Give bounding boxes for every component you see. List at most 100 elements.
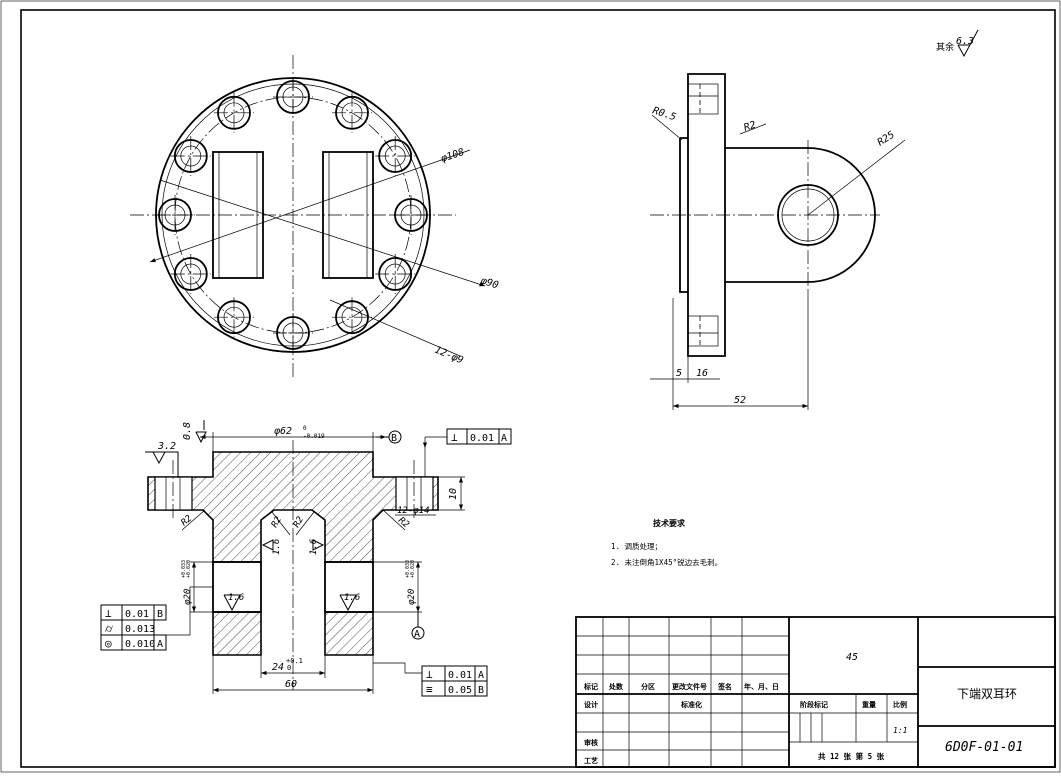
- svg-text:≡: ≡: [426, 683, 433, 696]
- bolt-hole: [155, 195, 195, 235]
- fcf-row: ⊥ 0.01 A: [421, 665, 488, 682]
- svg-text:B: B: [157, 609, 163, 620]
- svg-text:φ62: φ62: [274, 426, 292, 437]
- technical-notes: 技术要求 1. 调质处理； 2. 未注倒角1X45°锐边去毛刺。: [611, 518, 722, 567]
- svg-text:2. 未注倒角1X45°锐边去毛刺。: 2. 未注倒角1X45°锐边去毛刺。: [611, 557, 722, 567]
- fcf-row: ≡ 0.05 B: [421, 680, 488, 697]
- bolt-hole: [273, 77, 313, 117]
- svg-text:12-φ14: 12-φ14: [397, 506, 430, 516]
- svg-text:审核: 审核: [584, 738, 598, 747]
- svg-text:重量: 重量: [862, 700, 876, 709]
- svg-text:0.013: 0.013: [125, 624, 155, 635]
- svg-text:+0.1: +0.1: [286, 657, 303, 665]
- svg-text:比例: 比例: [893, 700, 907, 709]
- svg-text:B: B: [391, 433, 397, 444]
- bolt-hole: [170, 254, 211, 294]
- svg-text:共 12 张 第 5 张: 共 12 张 第 5 张: [818, 751, 885, 761]
- svg-text:其余: 其余: [936, 41, 954, 53]
- svg-text:设计: 设计: [584, 700, 598, 709]
- svg-text:1:1: 1:1: [893, 726, 907, 735]
- bolt-hole: [332, 92, 372, 133]
- svg-text:R0.5: R0.5: [651, 105, 677, 123]
- svg-text:0.05: 0.05: [448, 685, 472, 696]
- dim-d90: φ90: [479, 275, 500, 291]
- svg-text:⌭: ⌭: [105, 622, 113, 635]
- svg-text:0: 0: [287, 664, 291, 672]
- section-view: φ62 0 -0.019 B 3.2 0.8 10 12-φ14 R2 R2 R…: [145, 420, 465, 694]
- svg-text:⊥: ⊥: [105, 607, 112, 620]
- svg-text:A: A: [414, 629, 420, 640]
- svg-text:A: A: [157, 639, 163, 650]
- bolt-hole: [214, 297, 254, 338]
- svg-text:0.01: 0.01: [448, 670, 472, 681]
- svg-text:处数: 处数: [608, 682, 624, 691]
- svg-text:工艺: 工艺: [584, 756, 598, 765]
- svg-text:阶段标记: 阶段标记: [800, 700, 828, 709]
- svg-text:◎: ◎: [105, 637, 112, 650]
- svg-text:1.6: 1.6: [344, 593, 360, 603]
- svg-text:24: 24: [272, 662, 284, 673]
- svg-text:-0.019: -0.019: [303, 433, 325, 440]
- part-name: 下端双耳环: [957, 687, 1017, 701]
- svg-text:0.01: 0.01: [125, 609, 149, 620]
- svg-text:+0.020: +0.020: [186, 560, 192, 578]
- bolt-hole: [214, 92, 254, 133]
- svg-text:R2: R2: [292, 515, 306, 529]
- svg-text:A: A: [478, 670, 484, 681]
- svg-text:R2: R2: [180, 514, 195, 529]
- dim-holes: 12-φ9: [433, 345, 465, 367]
- svg-text:更改文件号: 更改文件号: [672, 682, 707, 691]
- title-block: 标记 处数 分区 更改文件号 签名 年、月、日 设计 标准化 审核 工艺 45 …: [575, 616, 1056, 768]
- svg-text:60: 60: [285, 679, 297, 690]
- svg-text:分区: 分区: [641, 682, 655, 691]
- front-view: φ108 φ90 12-φ9: [130, 55, 500, 380]
- svg-text:+0.033: +0.033: [181, 560, 187, 578]
- bolt-hole: [375, 254, 416, 294]
- svg-text:B: B: [478, 685, 484, 696]
- fcf-top: ⊥ 0.01 A: [446, 428, 512, 445]
- bolt-holes: [155, 77, 431, 353]
- inner-frame: [20, 9, 1056, 768]
- svg-text:⊥: ⊥: [426, 668, 433, 681]
- svg-text:1.6: 1.6: [272, 539, 282, 555]
- svg-text:R2: R2: [270, 515, 284, 529]
- svg-text:1. 调质处理；: 1. 调质处理；: [611, 541, 662, 551]
- side-view: R0.5 R2 R25 5 16 52: [650, 73, 906, 410]
- svg-text:标准化: 标准化: [680, 700, 702, 709]
- bolt-hole: [332, 297, 372, 338]
- svg-text:R2: R2: [396, 516, 411, 531]
- svg-text:φ20: φ20: [407, 589, 417, 605]
- svg-text:1.6: 1.6: [309, 539, 319, 555]
- svg-text:0: 0: [303, 425, 307, 432]
- bolt-hole: [375, 136, 416, 176]
- bolt-hole: [170, 136, 211, 176]
- svg-text:0.01: 0.01: [470, 433, 494, 444]
- svg-text:0.8: 0.8: [182, 422, 193, 440]
- svg-text:R2: R2: [743, 120, 758, 134]
- drawing-number: 6D0F-01-01: [945, 740, 1023, 755]
- fcf-row: ⌭ 0.013: [100, 619, 155, 636]
- svg-text:5: 5: [676, 368, 682, 379]
- svg-text:φ20: φ20: [183, 589, 193, 605]
- svg-text:R25: R25: [876, 129, 897, 148]
- fcf-bottom: ⊥ 0.01 A ≡ 0.05 B: [421, 665, 488, 697]
- bolt-hole: [391, 195, 431, 235]
- svg-text:+0.020: +0.020: [410, 560, 416, 578]
- bolt-hole: [273, 313, 313, 353]
- svg-text:标记: 标记: [583, 682, 598, 691]
- surface-roughness-note: 其余 6.3: [936, 29, 979, 58]
- svg-text:A: A: [501, 433, 507, 444]
- svg-text:3.2: 3.2: [157, 441, 176, 452]
- svg-text:⊥: ⊥: [451, 431, 458, 444]
- svg-text:签名: 签名: [717, 682, 732, 691]
- svg-text:0.010: 0.010: [125, 639, 155, 650]
- svg-text:16: 16: [696, 368, 708, 379]
- svg-text:1.6: 1.6: [228, 593, 244, 603]
- svg-text:10: 10: [448, 488, 459, 500]
- dim-d108: φ108: [440, 147, 466, 165]
- svg-text:52: 52: [734, 395, 746, 406]
- material: 45: [846, 652, 858, 663]
